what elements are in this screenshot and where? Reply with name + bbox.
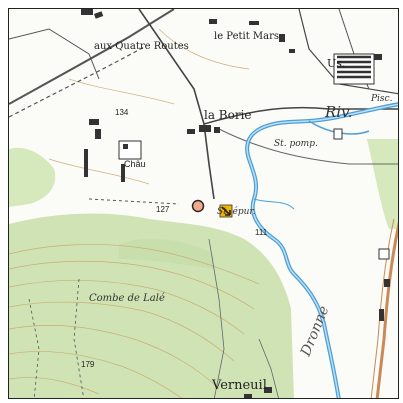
label-verneuil: Verneuil	[211, 378, 267, 393]
label-us: Us.	[327, 57, 345, 70]
elevation-179: 179	[81, 360, 95, 369]
topographic-map[interactable]: aux Quatre Routes le Petit Mars la Borie…	[9, 9, 399, 399]
label-chau: Châu	[124, 159, 146, 169]
label-st-epur: St. épur.	[217, 206, 256, 217]
arrow-icon[interactable]	[219, 204, 233, 218]
label-pisc: Pisc.	[370, 94, 393, 104]
label-quatre-routes: aux Quatre Routes	[94, 41, 189, 52]
river-dronne	[245, 102, 398, 398]
elevation-127: 127	[156, 205, 170, 214]
label-borie: la Borie	[204, 108, 252, 122]
label-combe: Combe de Lalé	[89, 293, 165, 304]
forest-areas	[9, 139, 398, 398]
map-frame[interactable]: aux Quatre Routes le Petit Mars la Borie…	[8, 8, 399, 399]
elevation-111: 111	[255, 228, 268, 237]
contour-lines	[9, 28, 260, 398]
label-petit-mars: le Petit Mars	[214, 31, 279, 42]
elevation-134: 134	[115, 108, 129, 117]
buildings	[81, 9, 390, 398]
label-riv: Riv.	[324, 103, 353, 121]
circle-marker-icon[interactable]	[191, 199, 205, 213]
label-st-pomp: St. pomp.	[274, 139, 318, 149]
